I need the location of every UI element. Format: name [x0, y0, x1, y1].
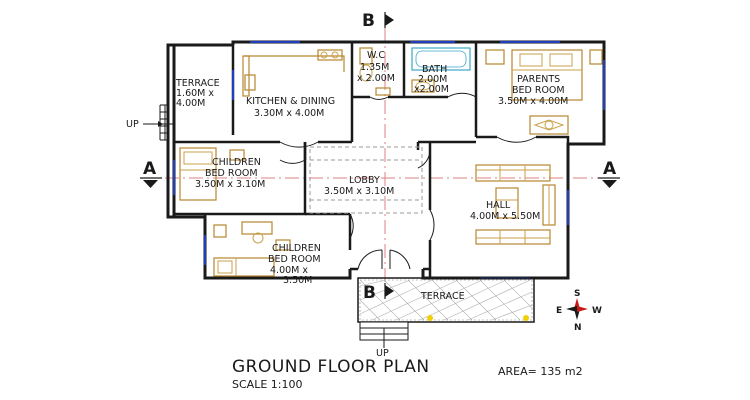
room-kitchen: KITCHEN & DINING 3.30M x 4.00M: [246, 96, 335, 119]
svg-text:B: B: [362, 11, 375, 31]
svg-text:S: S: [574, 289, 580, 299]
lobby-outline: [309, 146, 423, 214]
title-block: GROUND FLOOR PLAN AREA= 135 m2 SCALE 1:1…: [232, 357, 583, 391]
furniture: [179, 47, 603, 277]
room-bath: BATH 2.00M x2.00M: [414, 64, 449, 95]
svg-text:TERRACE: TERRACE: [175, 78, 220, 89]
section-marker-b-bottom: B: [363, 283, 394, 303]
section-marker-b-top: B: [362, 11, 394, 31]
svg-text:CHILDREN: CHILDREN: [272, 243, 321, 254]
up-arrow-bottom: UP: [376, 328, 389, 359]
svg-text:2.00M: 2.00M: [418, 74, 447, 85]
svg-text:BED ROOM: BED ROOM: [268, 254, 321, 265]
svg-text:A: A: [603, 159, 617, 179]
svg-text:3.30M x 4.00M: 3.30M x 4.00M: [254, 108, 324, 119]
section-marker-a-right: A: [598, 159, 620, 188]
room-children-bedroom-2: CHILDREN BED ROOM 4.00M x 3.50M: [268, 243, 321, 286]
doors: [279, 92, 537, 270]
windows: [173, 41, 605, 279]
svg-text:CHILDREN: CHILDREN: [212, 157, 261, 168]
svg-text:x 2.00M: x 2.00M: [357, 73, 395, 84]
svg-text:3.50M x 4.00M: 3.50M x 4.00M: [498, 96, 568, 107]
room-lobby: LOBBY 3.50M x 3.10M: [324, 175, 394, 197]
svg-text:B: B: [363, 283, 376, 303]
svg-text:4.00M x 5.50M: 4.00M x 5.50M: [470, 211, 540, 222]
svg-text:BATH: BATH: [422, 64, 447, 75]
room-terrace-top: TERRACE 1.60M x 4.00M: [175, 78, 220, 109]
svg-text:E: E: [556, 306, 562, 316]
svg-text:BED ROOM: BED ROOM: [512, 85, 565, 96]
svg-text:AREA= 135 m2: AREA= 135 m2: [498, 365, 583, 378]
svg-text:TERRACE: TERRACE: [420, 291, 465, 302]
svg-text:PARENTS: PARENTS: [517, 74, 560, 85]
up-arrow-left: UP: [126, 119, 163, 130]
svg-text:LOBBY: LOBBY: [349, 175, 380, 186]
compass-rose: S E W N: [556, 289, 602, 333]
left-terrace-railing: [150, 104, 174, 141]
svg-text:4.00M: 4.00M: [176, 98, 205, 109]
svg-text:N: N: [574, 323, 582, 333]
svg-text:x2.00M: x2.00M: [414, 84, 449, 95]
room-parents-bedroom: PARENTS BED ROOM 3.50M x 4.00M: [498, 74, 568, 107]
room-hall: HALL 4.00M x 5.50M: [470, 200, 540, 222]
svg-text:UP: UP: [126, 119, 139, 130]
room-wc: W.C 1.35M x 2.00M: [357, 50, 395, 84]
room-children-bedroom-1: CHILDREN BED ROOM 3.50M x 3.10M: [195, 157, 265, 190]
svg-text:SCALE 1:100: SCALE 1:100: [232, 378, 302, 391]
svg-text:BED ROOM: BED ROOM: [205, 168, 258, 179]
section-marker-a-left: A: [140, 159, 162, 188]
svg-text:UP: UP: [376, 348, 389, 359]
svg-text:3.50M x 3.10M: 3.50M x 3.10M: [324, 186, 394, 197]
svg-text:HALL: HALL: [486, 200, 511, 211]
svg-text:1.35M: 1.35M: [360, 62, 389, 73]
svg-text:W: W: [592, 306, 602, 316]
svg-text:W.C: W.C: [367, 50, 385, 61]
svg-text:GROUND FLOOR PLAN: GROUND FLOOR PLAN: [232, 357, 430, 377]
svg-text:A: A: [143, 159, 157, 179]
svg-text:3.50M: 3.50M: [283, 275, 312, 286]
svg-text:3.50M x 3.10M: 3.50M x 3.10M: [195, 179, 265, 190]
room-terrace-bottom: TERRACE: [420, 291, 465, 302]
svg-text:1.60M x: 1.60M x: [176, 88, 214, 99]
svg-text:4.00M x: 4.00M x: [270, 265, 308, 276]
svg-text:KITCHEN & DINING: KITCHEN & DINING: [246, 96, 335, 107]
